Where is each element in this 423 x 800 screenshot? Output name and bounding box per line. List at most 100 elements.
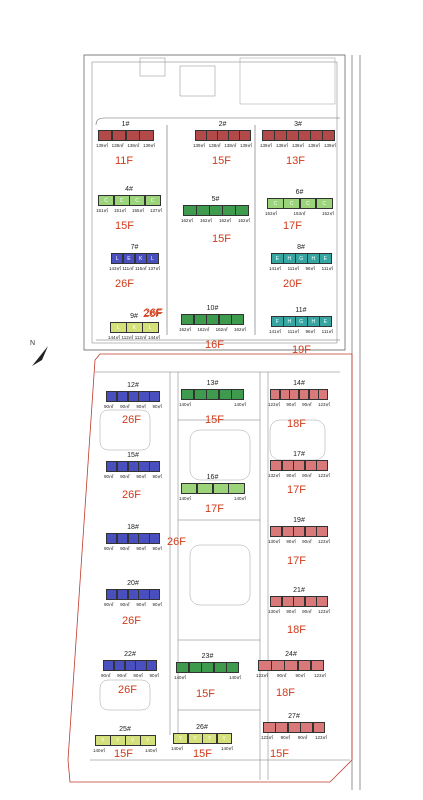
building-number: 18# <box>127 524 139 531</box>
building-unit <box>299 389 310 400</box>
unit-type-label: C <box>289 201 294 207</box>
unit-type-label: C <box>273 201 278 207</box>
building-unit <box>222 205 236 216</box>
building-unit <box>304 526 317 537</box>
building-unit <box>106 533 118 544</box>
unit-area-label: 162㎡ <box>199 218 212 223</box>
building-number: 5# <box>211 196 220 203</box>
building-number: 17# <box>293 451 305 458</box>
building-unit <box>206 314 220 325</box>
building-unit <box>235 205 249 216</box>
unit-area-label: 123㎡ <box>313 673 326 678</box>
building-unit <box>218 314 232 325</box>
building-number: 26# <box>196 724 208 731</box>
floor-count-label: 26F <box>122 489 141 501</box>
unit-area-label: 140㎡ <box>233 402 246 407</box>
unit-area-label: 90㎡ <box>104 546 114 551</box>
building-number: 14# <box>293 380 305 387</box>
building-unit <box>201 662 215 673</box>
unit-type-label: G <box>299 319 304 325</box>
floor-count-label: 15F <box>212 155 231 167</box>
building-unit <box>258 660 272 671</box>
building-unit <box>226 662 240 673</box>
building-unit: E <box>319 253 332 264</box>
building-number: 25# <box>119 726 131 733</box>
building-unit <box>286 130 299 141</box>
building-unit <box>106 391 118 402</box>
unit-type-label: K <box>138 256 143 262</box>
building-number: 23# <box>201 653 214 660</box>
building-unit <box>181 483 198 494</box>
building-unit <box>183 205 197 216</box>
floor-count-label: 18F <box>287 418 306 430</box>
building-unit <box>293 526 306 537</box>
building-unit <box>135 660 147 671</box>
building-unit <box>287 722 301 733</box>
unit-area-label: 139㎡ <box>142 143 155 148</box>
building-number: 10# <box>206 305 219 312</box>
building-unit <box>193 314 207 325</box>
building-unit <box>149 391 161 402</box>
building-unit <box>279 389 290 400</box>
floor-count-label: 17F <box>205 503 224 515</box>
building-unit <box>111 130 126 141</box>
building-unit <box>297 660 312 671</box>
building-unit <box>127 533 139 544</box>
unit-area-label: 138㎡ <box>208 143 221 148</box>
building-unit: H <box>283 253 296 264</box>
building-unit <box>181 389 195 400</box>
floor-count-label: 18F <box>276 687 295 699</box>
unit-area-label: 140㎡ <box>220 746 233 751</box>
unit-area-label: 90㎡ <box>136 404 146 409</box>
building-unit <box>116 589 129 600</box>
unit-area-label: 90㎡ <box>104 404 114 409</box>
unit-area-label: 90㎡ <box>276 673 287 678</box>
building-unit <box>209 205 223 216</box>
unit-type-label: E <box>275 256 279 262</box>
building-number: 9# <box>130 313 138 320</box>
building-unit <box>103 660 115 671</box>
building-number: 3# <box>294 121 302 128</box>
building-unit <box>206 130 218 141</box>
building-unit <box>218 389 232 400</box>
floor-count-label: 15F <box>196 688 215 700</box>
unit-type-label: F <box>275 319 279 325</box>
unit-type-label: Y <box>207 736 212 742</box>
unit-area-label: 143㎡ <box>109 266 122 271</box>
building-unit: L <box>110 322 127 333</box>
unit-area-label: 111㎡ <box>122 266 134 271</box>
unit-area-label: 90㎡ <box>136 474 146 479</box>
